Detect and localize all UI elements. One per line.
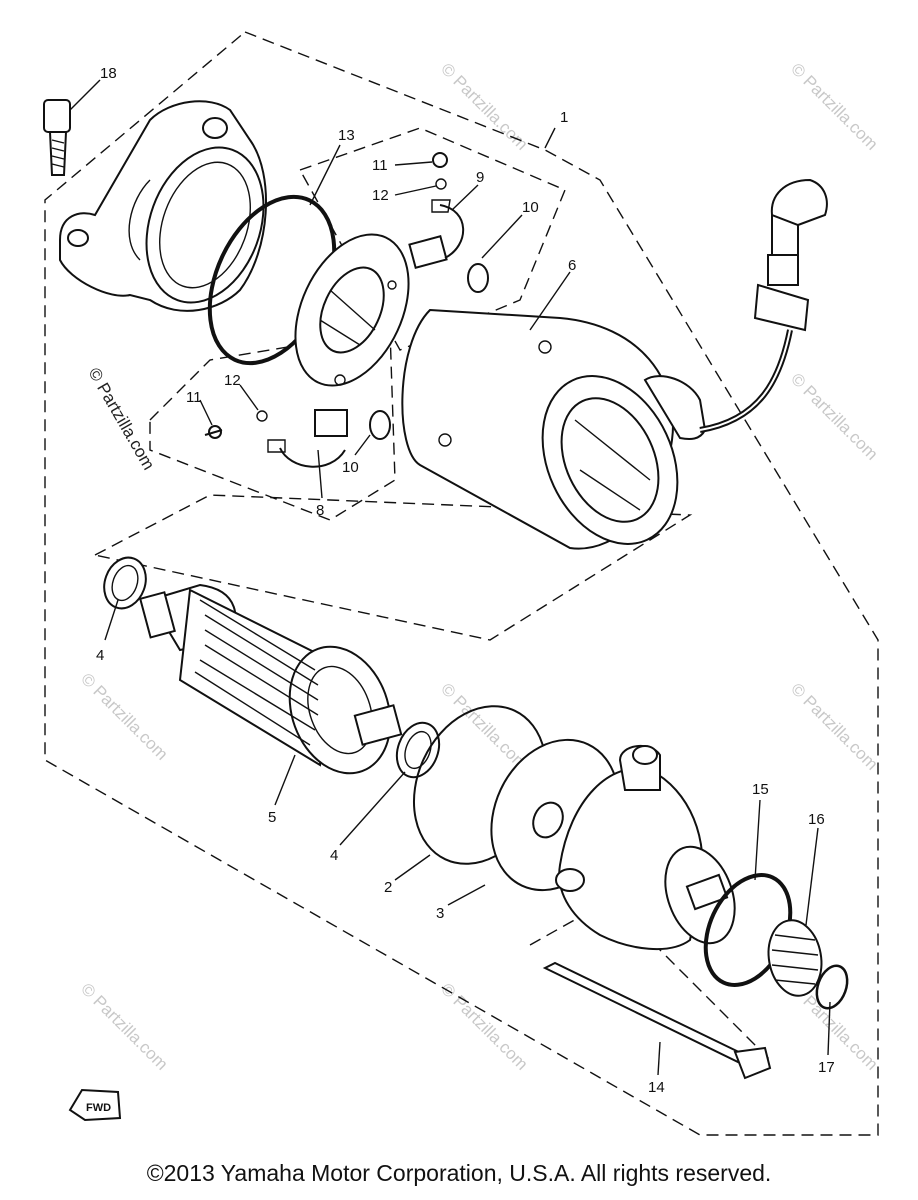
brush-plate bbox=[294, 233, 410, 387]
brush-upper bbox=[408, 199, 465, 269]
watermark: © Partzilla.com bbox=[787, 59, 881, 153]
watermark: © Partzilla.com bbox=[787, 679, 881, 773]
callout-18: 18 bbox=[100, 65, 117, 82]
callout-6: 6 bbox=[568, 257, 576, 274]
callout-5: 5 bbox=[268, 809, 276, 826]
watermark: © Partzilla.com bbox=[77, 979, 171, 1073]
pinion-gear bbox=[767, 919, 823, 997]
rear-end-cover bbox=[59, 100, 267, 312]
callout-12-upper: 12 bbox=[372, 187, 389, 204]
brush-set-boundary-lower bbox=[149, 329, 396, 521]
callout-13: 13 bbox=[338, 127, 355, 144]
bolt bbox=[43, 99, 71, 176]
brush-set-boundary-upper bbox=[298, 127, 566, 351]
callout-4-rear: 4 bbox=[96, 647, 104, 664]
callout-3: 3 bbox=[436, 905, 444, 922]
assembly-boundary bbox=[44, 31, 879, 1136]
callout-numbers: 1 18 13 11 12 9 10 6 11 12 10 8 4 5 4 2 … bbox=[96, 65, 835, 1096]
fwd-arrow-icon: FWD bbox=[68, 1088, 122, 1122]
armature bbox=[139, 583, 403, 775]
circlip bbox=[815, 964, 849, 1010]
fwd-label: FWD bbox=[86, 1102, 111, 1114]
thrust-washer-front-hole bbox=[404, 730, 432, 770]
callout-14: 14 bbox=[648, 1079, 665, 1096]
watermark: © Partzilla.com bbox=[787, 369, 881, 463]
copyright-notice: ©2013 Yamaha Motor Corporation, U.S.A. A… bbox=[146, 1160, 772, 1186]
front-cover-leader bbox=[529, 899, 771, 1061]
callout-10-lower: 10 bbox=[342, 459, 359, 476]
callout-12-lower: 12 bbox=[224, 372, 241, 389]
callout-16: 16 bbox=[808, 811, 825, 828]
watermark: © Partzilla.com bbox=[85, 365, 159, 474]
watermark: © Partzilla.com bbox=[77, 669, 171, 763]
callout-2: 2 bbox=[384, 879, 392, 896]
screws-washers bbox=[204, 152, 448, 439]
watermark: © Partzilla.com bbox=[437, 679, 531, 773]
through-bolt bbox=[542, 961, 772, 1080]
callout-17: 17 bbox=[818, 1059, 835, 1076]
callout-1: 1 bbox=[560, 109, 568, 126]
brush-lower bbox=[267, 409, 348, 468]
callout-15: 15 bbox=[752, 781, 769, 798]
callout-8: 8 bbox=[316, 502, 324, 519]
armature-leader-box bbox=[92, 494, 693, 641]
brush-springs bbox=[369, 263, 489, 440]
callout-9: 9 bbox=[476, 169, 484, 186]
front-end-cover bbox=[555, 745, 736, 951]
watermark: © Partzilla.com bbox=[437, 979, 531, 1073]
thrust-washer-rear-hole bbox=[111, 564, 139, 602]
callout-4-front: 4 bbox=[330, 847, 338, 864]
leader-lines bbox=[69, 79, 831, 1076]
callout-11-upper: 11 bbox=[372, 157, 388, 174]
yoke-housing bbox=[401, 308, 707, 550]
lead-wire bbox=[699, 178, 828, 433]
callout-10-upper: 10 bbox=[522, 199, 539, 216]
callout-11-lower: 11 bbox=[186, 389, 202, 406]
